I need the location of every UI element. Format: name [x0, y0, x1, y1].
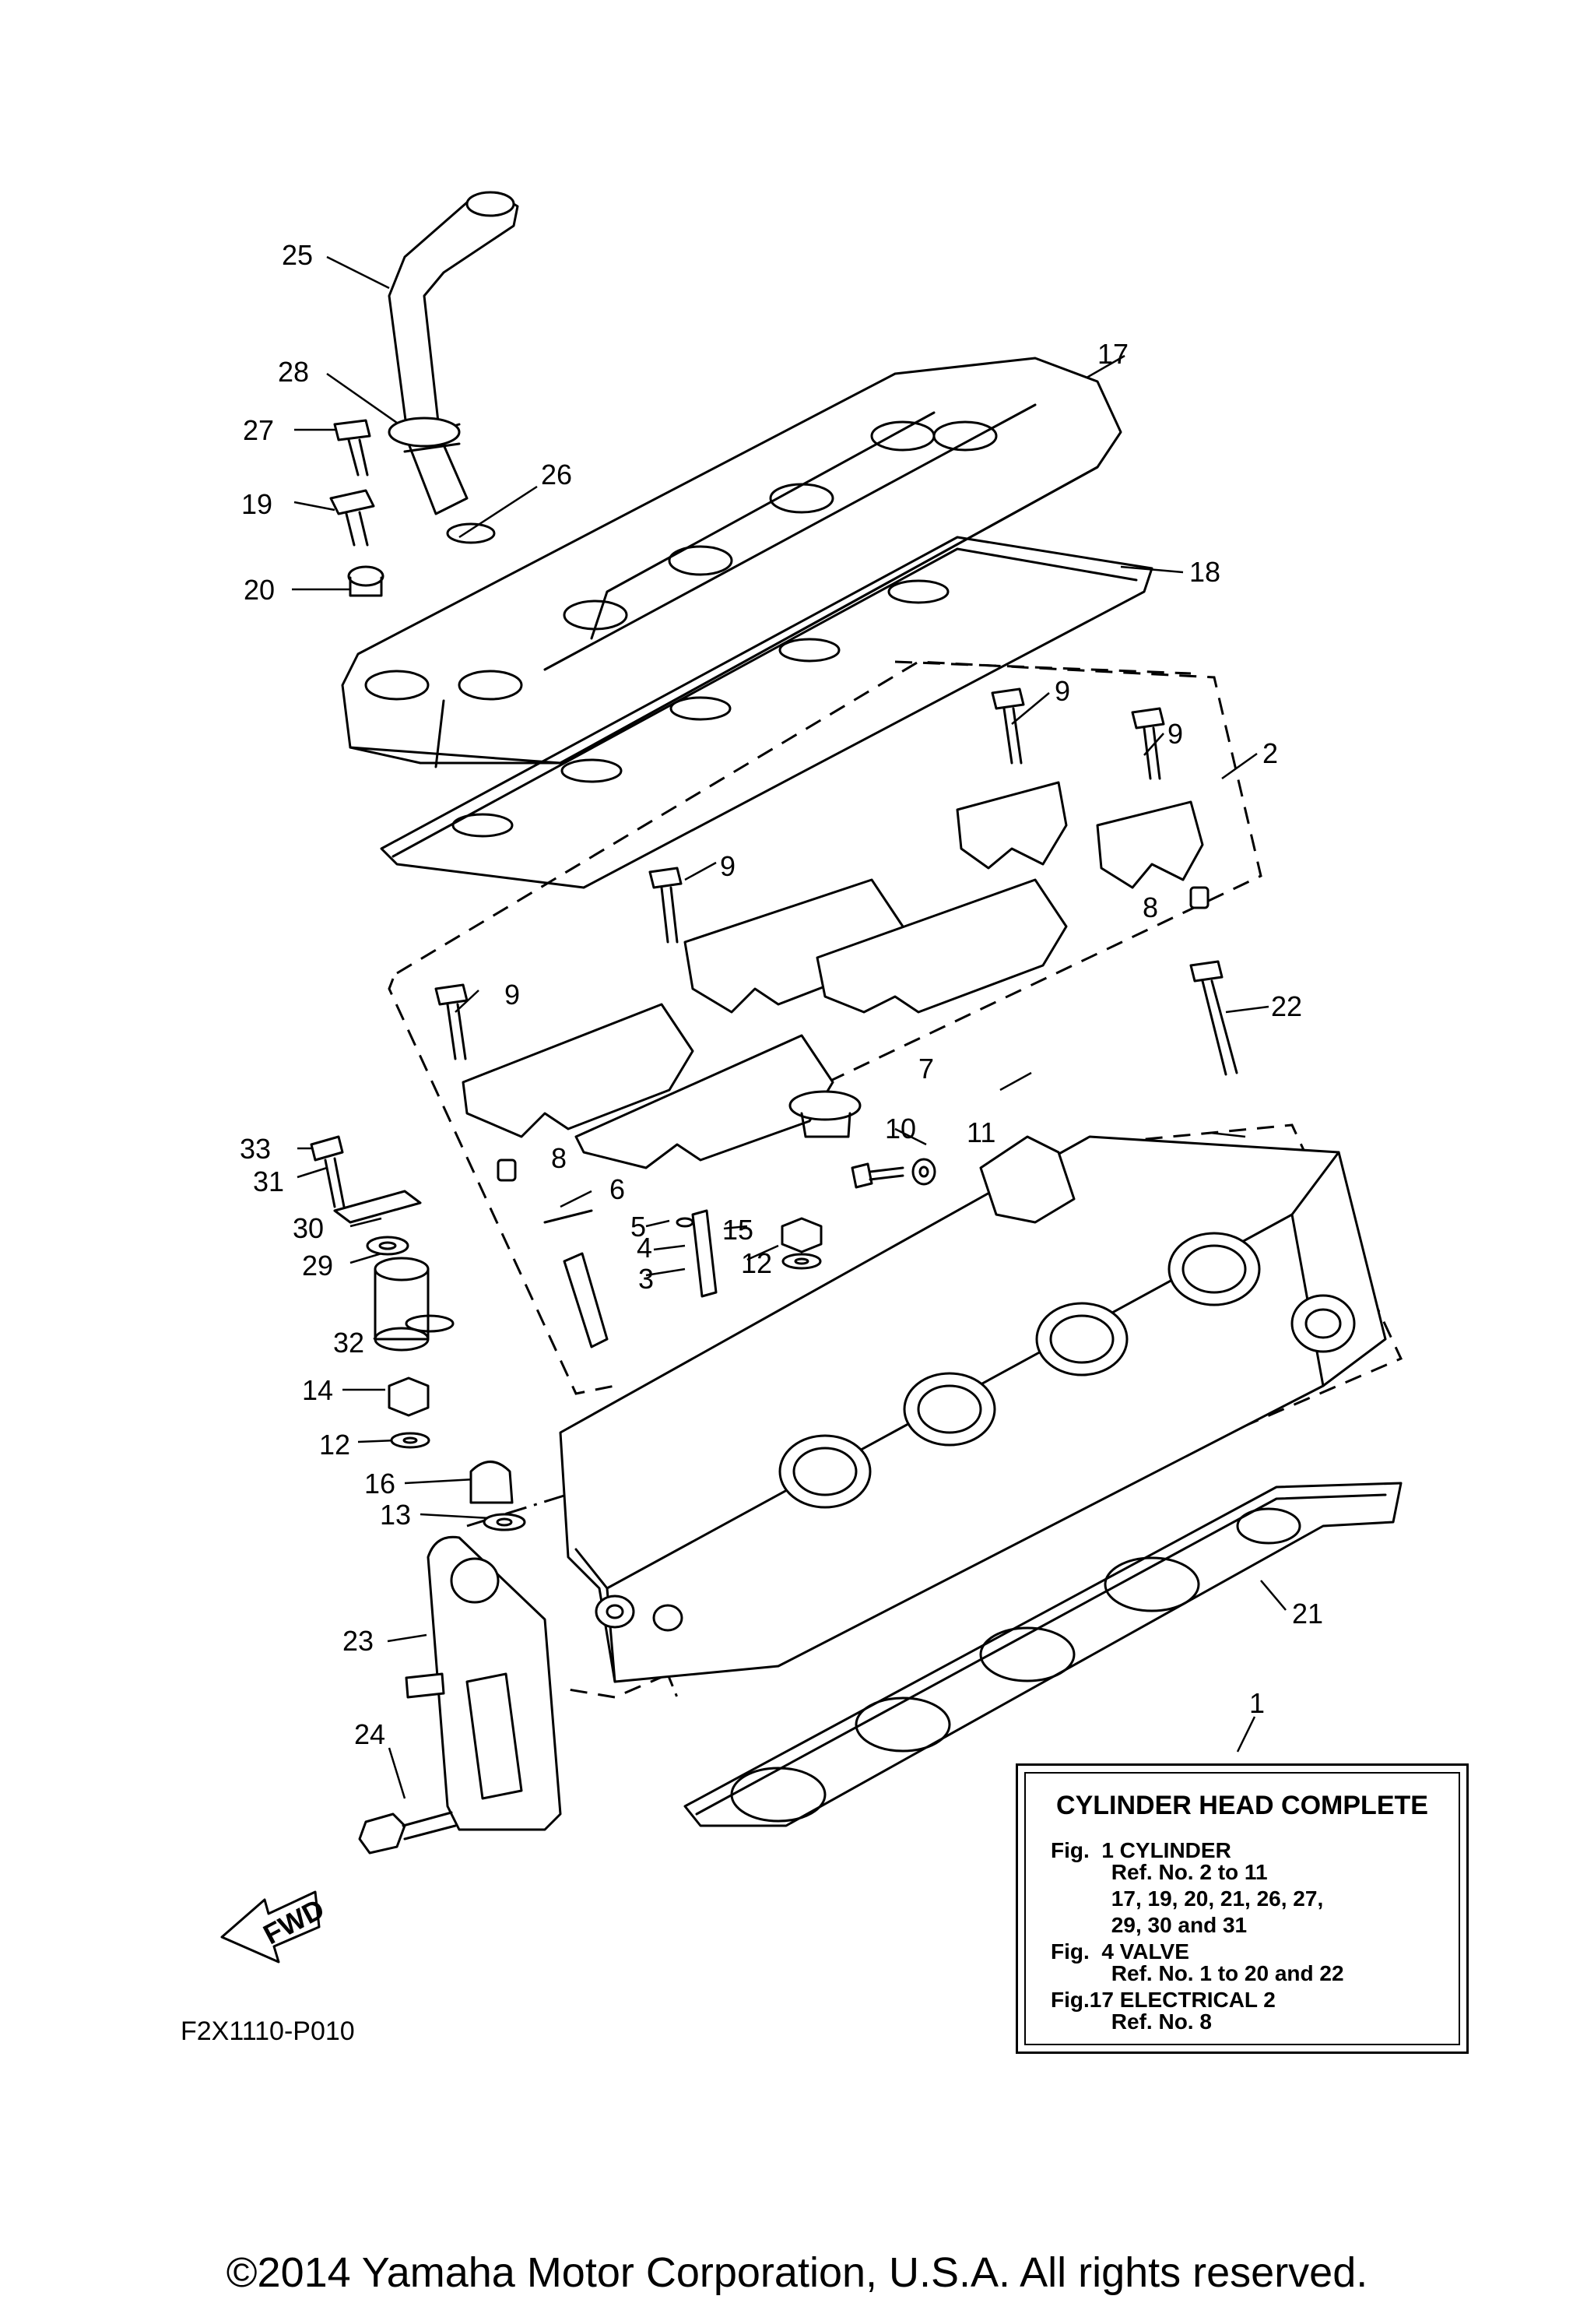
- head-gasket-part-21: [683, 1482, 1403, 1827]
- cotter-part-6: [543, 1209, 593, 1224]
- bolt-part-9-c: [648, 867, 683, 944]
- plate-part-31: [333, 1190, 422, 1224]
- bolt-part-33: [310, 1135, 346, 1208]
- cam-cap-6: [574, 1034, 834, 1169]
- figure-code: F2X1110-P010: [181, 2016, 355, 2046]
- breather-pipe-part-25: [388, 191, 519, 515]
- callout-28: 28: [278, 356, 309, 388]
- callout-26: 26: [541, 459, 572, 490]
- ref-line: Fig.17 ELECTRICAL 2: [1051, 1988, 1276, 2012]
- callout-4: 4: [637, 1232, 652, 1264]
- callout-12-a: 12: [741, 1247, 772, 1279]
- pin-part-3: [691, 1209, 718, 1298]
- callout-16: 16: [364, 1468, 395, 1500]
- cam-cap-5: [462, 1003, 694, 1138]
- copyright-notice: ©2014 Yamaha Motor Corporation, U.S.A. A…: [226, 2249, 1368, 2296]
- callout-9-d: 9: [504, 979, 520, 1011]
- gasket-part-18: [380, 536, 1153, 889]
- o-ring-part-26: [446, 522, 496, 544]
- callout-12-b: 12: [319, 1429, 350, 1461]
- callout-2: 2: [1262, 737, 1278, 769]
- bolt-part-9-b: [1131, 707, 1165, 780]
- cylinder-head-cover-part-17: [341, 357, 1122, 768]
- callout-5: 5: [630, 1211, 646, 1243]
- cam-cap-2: [1096, 800, 1204, 889]
- ref-line: Ref. No. 8: [1051, 2009, 1212, 2034]
- ref-line: 17, 19, 20, 21, 26, 27,: [1051, 1886, 1324, 1911]
- o-ring-part-32: [405, 1314, 455, 1333]
- bolt-part-9-a: [991, 687, 1025, 765]
- callout-25: 25: [282, 239, 313, 271]
- callout-9-b: 9: [1167, 718, 1183, 750]
- o-ring-part-30: [366, 1236, 409, 1256]
- callout-6: 6: [609, 1173, 625, 1205]
- bracket-part-23: [405, 1535, 562, 1831]
- washer-part-13: [483, 1513, 526, 1531]
- ref-line: 29, 30 and 31: [1051, 1913, 1248, 1937]
- ref-line: Ref. No. 1 to 20 and 22: [1051, 1961, 1344, 1985]
- callout-8-b: 8: [551, 1142, 567, 1174]
- callout-labels: 25 28 27 19 26 20 17 18 9 9 2 9 8 9 22 7…: [240, 239, 1323, 1750]
- callout-21: 21: [1292, 1598, 1323, 1630]
- reference-box-title: CYLINDER HEAD COMPLETE: [1056, 1791, 1428, 1820]
- callout-11: 11: [967, 1116, 995, 1148]
- ref-line: Ref. No. 2 to 11: [1051, 1860, 1268, 1884]
- reference-box-frame: CYLINDER HEAD COMPLETE Fig. 1 CYLINDER R…: [1024, 1772, 1460, 2045]
- callout-9-a: 9: [1055, 675, 1070, 707]
- callout-33: 33: [240, 1133, 271, 1165]
- sleeve-part-29: [374, 1257, 430, 1352]
- callout-20: 20: [244, 574, 275, 606]
- washer-part-12-b: [390, 1432, 430, 1449]
- dowel-pin-part-8-b: [497, 1158, 517, 1182]
- callout-9-c: 9: [720, 850, 736, 882]
- callout-29: 29: [302, 1250, 333, 1282]
- clip-part-5: [676, 1217, 694, 1228]
- ref-line: Fig. 1 CYLINDER: [1051, 1838, 1231, 1862]
- callout-15: 15: [722, 1214, 753, 1246]
- washer-part-11: [911, 1158, 936, 1186]
- callout-30: 30: [293, 1212, 324, 1244]
- fwd-arrow: FWD: [220, 1890, 329, 1964]
- callout-32: 32: [333, 1327, 364, 1359]
- callout-27: 27: [243, 414, 274, 446]
- bolt-part-19: [329, 489, 375, 547]
- bolt-part-10: [851, 1162, 904, 1189]
- grommet-part-20: [347, 565, 384, 597]
- cylinder-head-part-2: [559, 1135, 1387, 1683]
- cam-cap-1: [956, 781, 1068, 870]
- plug-part-7: [788, 1090, 862, 1138]
- callout-3: 3: [638, 1263, 654, 1295]
- callout-17: 17: [1097, 338, 1129, 370]
- nut-part-15: [781, 1217, 823, 1253]
- ref-line: Fig. 4 VALVE: [1051, 1939, 1189, 1964]
- callout-10: 10: [885, 1113, 916, 1144]
- dowel-pin-part-8-a: [1189, 886, 1210, 909]
- bolt-part-24: [358, 1811, 457, 1855]
- callout-31: 31: [253, 1166, 284, 1197]
- bolt-part-22: [1189, 960, 1238, 1076]
- callout-8-a: 8: [1143, 891, 1158, 923]
- callout-18: 18: [1189, 556, 1220, 588]
- cam-cap-3: [683, 878, 904, 1014]
- callout-24: 24: [354, 1718, 385, 1750]
- callout-19: 19: [241, 488, 272, 520]
- callout-7: 7: [918, 1053, 934, 1085]
- nut-part-14: [388, 1376, 430, 1417]
- callout-1: 1: [1249, 1687, 1265, 1719]
- callout-22: 22: [1271, 990, 1302, 1022]
- callout-14: 14: [302, 1374, 333, 1406]
- washer-part-12-a: [781, 1253, 822, 1270]
- clamp-part-28: [388, 417, 461, 453]
- sleeve-part-4: [563, 1252, 609, 1348]
- bolt-part-9-d: [434, 983, 469, 1060]
- cam-cap-4: [816, 878, 1068, 1014]
- callout-13: 13: [380, 1499, 411, 1531]
- reference-box: CYLINDER HEAD COMPLETE Fig. 1 CYLINDER R…: [1016, 1763, 1469, 2054]
- bolt-part-27: [333, 419, 371, 476]
- cap-nut-part-16: [469, 1461, 514, 1504]
- callout-23: 23: [342, 1625, 374, 1657]
